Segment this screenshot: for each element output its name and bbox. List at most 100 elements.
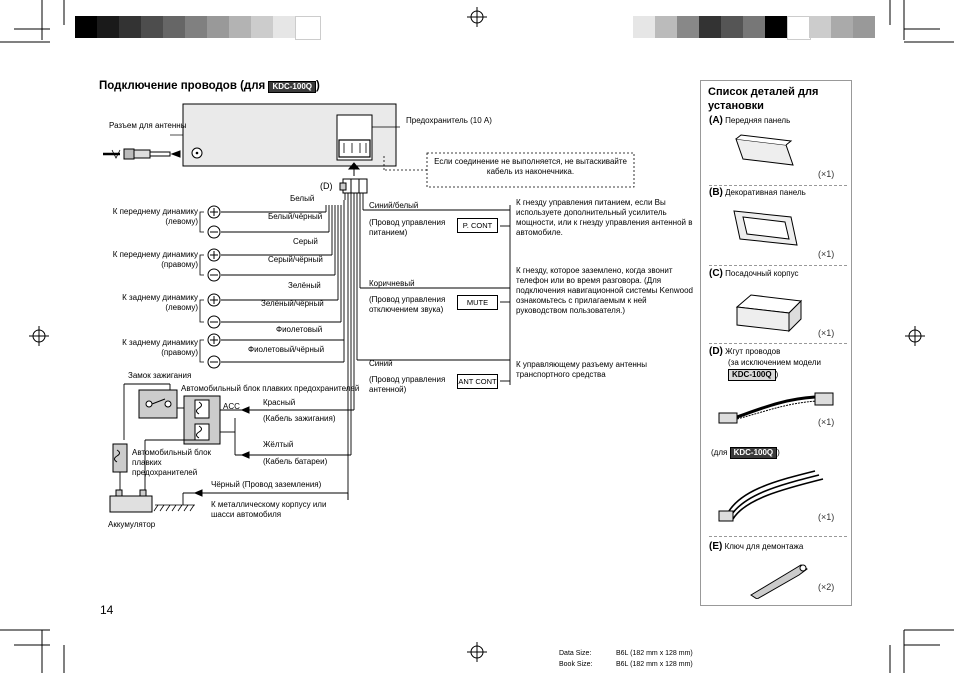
antenna-jack-label: Разъем для антенны (109, 121, 187, 130)
swatch (787, 16, 811, 40)
speaker-brackets (199, 211, 204, 363)
parts-list: Список деталей для установки (A) Передня… (700, 80, 852, 606)
part-a-qty: (×1) (818, 169, 835, 179)
speaker-2-label: К переднему динамику (правому) (112, 250, 198, 269)
separator (709, 185, 847, 186)
note-box (383, 152, 635, 188)
speaker-4-label: К заднему динамику (правому) (122, 338, 198, 357)
speaker-3-neg: Зелёный/чёрный (261, 299, 324, 308)
swatch (75, 16, 97, 38)
speaker-3-pos: Зелёный (288, 281, 321, 290)
power-section (109, 383, 354, 513)
part-d-for: (для KDC-100Q) (711, 447, 780, 459)
speaker-1-pos: Белый (290, 194, 315, 203)
swatch (721, 16, 743, 38)
wire-pcont-color: Синий/белый (369, 201, 419, 210)
parts-title: Список деталей для установки (708, 86, 819, 112)
swatch (699, 16, 721, 38)
speaker-1-label: К переднему динамику (левому) (112, 207, 198, 226)
part-a: (A) Передняя панель (709, 115, 791, 126)
swatch (273, 16, 295, 38)
control-wires (357, 205, 511, 385)
ground-icon (153, 504, 195, 512)
mounting-sleeve-icon (735, 294, 803, 333)
fuse-label: Предохранитель (10 A) (406, 116, 492, 125)
separator (709, 536, 847, 537)
speaker-4-pos: Фиолетовый (276, 325, 323, 334)
swatch (163, 16, 185, 38)
mute-box: MUTE (457, 295, 498, 310)
swatch (809, 16, 831, 38)
antcont-desc: К управляющему разъему антенны транспорт… (516, 360, 647, 379)
swatch (295, 16, 321, 40)
registration-marks (29, 7, 925, 662)
pcont-box: P. CONT (457, 218, 498, 233)
note-text: Если соединение не выполняется, не вытас… (434, 157, 627, 176)
part-d-qty: (×1) (818, 417, 835, 427)
pcont-desc: К гнезду управления питанием, если Вы ис… (516, 198, 693, 237)
fuse-block-label: Автомобильный блок плавких предохранител… (181, 384, 360, 393)
speaker-terminals (207, 205, 221, 369)
harness-connector (339, 162, 368, 194)
speaker-4-neg: Фиолетовый/чёрный (248, 345, 325, 354)
yellow-wire-label: Жёлтый (263, 440, 294, 449)
part-b: (B) Декоративная панель (709, 187, 806, 198)
harness-label: (D) (320, 181, 333, 191)
swatch (229, 16, 251, 38)
swatch (831, 16, 853, 38)
part-c-qty: (×1) (818, 328, 835, 338)
removal-key-icon (750, 564, 808, 599)
wiring-harness-icon (718, 392, 834, 424)
swatch (765, 16, 787, 38)
fuse-block-2-label: Автомобильный блок плавких предохранител… (132, 448, 212, 477)
speaker-2-pos: Серый (293, 237, 318, 246)
speaker-wires (221, 211, 345, 363)
wire-ant-sub: (Провод управления антенной) (369, 375, 446, 394)
book-size-label: Book Size: (559, 661, 593, 668)
swatch (207, 16, 229, 38)
wire-trunk (325, 193, 364, 500)
swatch (185, 16, 207, 38)
black-wire-label: Чёрный (Провод заземления) (211, 480, 322, 489)
model-badge: KDC-100Q (268, 81, 317, 93)
antcont-box: ANT CONT (457, 374, 498, 389)
separator (709, 343, 847, 344)
wire-ant-color: Синий (369, 359, 393, 368)
part-e: (E) Ключ для демонтажа (709, 541, 804, 552)
swatch (97, 16, 119, 38)
part-d-note-badge: KDC-100Q) (728, 369, 778, 381)
wire-mute-sub: (Провод управления отключением звука) (369, 295, 446, 314)
wiring-harness-2-icon (718, 470, 824, 522)
data-size-value: B6L (182 mm x 128 mm) (616, 650, 693, 657)
front-panel-icon (735, 134, 794, 166)
page-title: Подключение проводов (для KDC-100Q) (99, 80, 320, 93)
speaker-1-neg: Белый/чёрный (268, 212, 323, 221)
acc-label: ACC (223, 402, 240, 411)
part-b-qty: (×1) (818, 249, 835, 259)
battery-icon (109, 495, 153, 513)
wire-pcont-sub: (Провод управления питанием) (369, 218, 446, 237)
swatch (251, 16, 273, 38)
ignition-label: Замок зажигания (128, 371, 192, 380)
swatch (743, 16, 765, 38)
speaker-2-neg: Серый/чёрный (268, 255, 323, 264)
wire-mute-color: Коричневый (369, 279, 415, 288)
swatch (141, 16, 163, 38)
mute-desc: К гнезду, которое заземлено, когда звони… (516, 266, 693, 315)
swatch (119, 16, 141, 38)
page-title-text: Подключение проводов (для (99, 80, 266, 92)
separator (709, 265, 847, 266)
battery-label: Аккумулятор (108, 520, 156, 529)
yellow-wire-sub: (Кабель батареи) (263, 457, 328, 466)
part-d-note: (за исключением модели (728, 358, 821, 367)
speaker-3-label: К заднему динамику (левому) (122, 293, 198, 312)
page-number: 14 (100, 603, 114, 617)
swatch (655, 16, 677, 38)
part-d-qty2: (×1) (818, 512, 835, 522)
book-size-value: B6L (182 mm x 128 mm) (616, 661, 693, 668)
red-wire-label: Красный (263, 398, 296, 407)
head-unit (170, 103, 400, 167)
swatch (853, 16, 875, 38)
